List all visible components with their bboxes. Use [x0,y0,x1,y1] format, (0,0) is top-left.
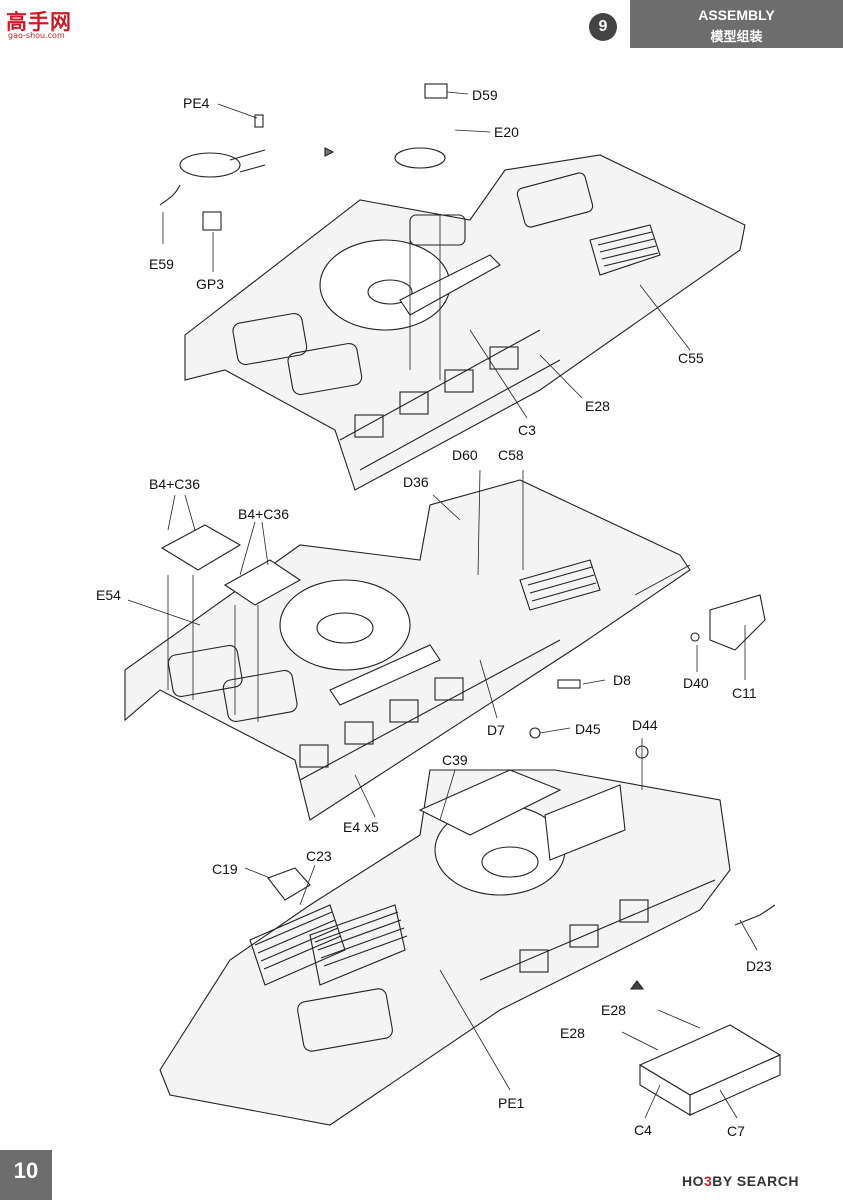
part-label-c19: C19 [212,861,238,877]
part-label-d7: D7 [487,722,505,738]
part-label-c7: C7 [727,1123,745,1139]
part-label-b4c36-a: B4+C36 [149,476,200,492]
header-subtitle: 模型组装 [710,30,763,45]
site-logo: 高手网 gao-shou.com [6,6,76,40]
part-label-c4: C4 [634,1122,652,1138]
hobby-search-watermark: HO3BY SEARCH [682,1173,799,1189]
part-label-e54: E54 [96,587,121,603]
part-label-c3: C3 [518,422,536,438]
part-label-d45: D45 [575,721,601,737]
part-label-c23: C23 [306,848,332,864]
part-label-c55: C55 [678,350,704,366]
watermark-three: 3 [704,1173,713,1189]
watermark-pre: HO [682,1173,704,1189]
page-number: 10 [13,1158,39,1183]
part-label-e28-a: E28 [585,398,610,414]
part-label-e59: E59 [149,256,174,272]
part-label-e28-c: E28 [560,1025,585,1041]
part-label-gp3: GP3 [196,276,225,292]
part-label-e28-b: E28 [601,1002,626,1018]
header-title: ASSEMBLY [698,7,775,23]
part-label-e4x5: E4 x5 [343,819,379,835]
site-logo-text: 高手网 [6,10,72,34]
part-label-b4c36-b: B4+C36 [238,506,289,522]
page-number-box [0,1150,52,1200]
part-label-d36: D36 [403,474,429,490]
hull-stage-1 [159,83,746,491]
part-label-e20: E20 [494,124,519,140]
part-label-d44: D44 [632,717,658,733]
site-logo-url: gao-shou.com [8,31,65,40]
part-label-pe1: PE1 [498,1095,525,1111]
part-label-d60: D60 [452,447,478,463]
part-label-d40: D40 [683,675,709,691]
part-label-pe4: PE4 [183,95,210,111]
part-label-d59: D59 [472,87,498,103]
header-band [630,0,843,48]
part-label-c11: C11 [732,685,757,701]
part-label-d23: D23 [746,958,772,974]
part-label-d8: D8 [613,672,631,688]
step-number-badge: 9 [589,13,617,41]
hull-stage-3 [159,727,782,1126]
hull-stage-2 [124,469,766,821]
part-label-c58: C58 [498,447,524,463]
watermark-post: BY SEARCH [712,1173,799,1189]
part-label-c39: C39 [442,752,468,768]
